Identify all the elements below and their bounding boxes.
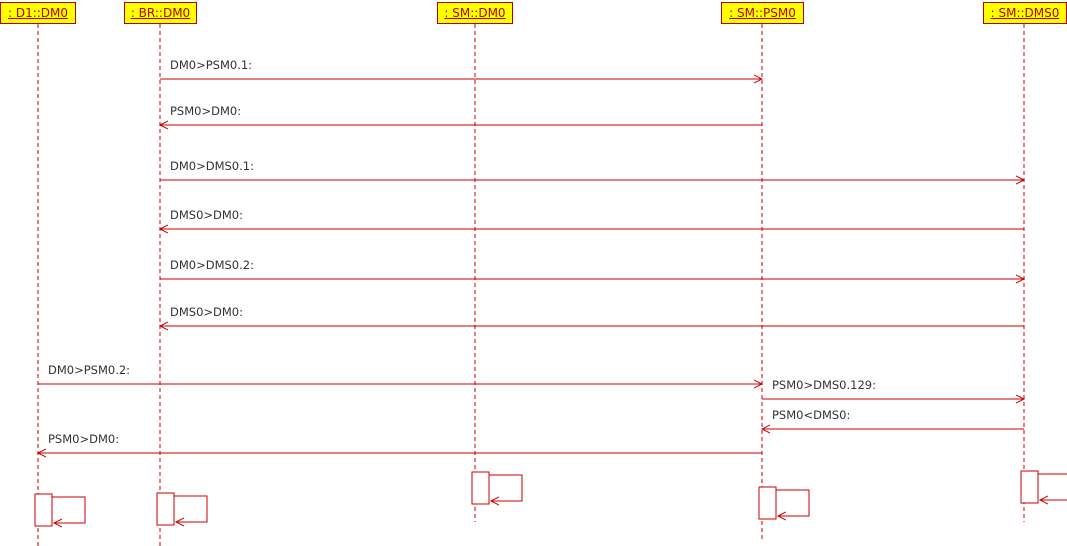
activation-box	[34, 493, 53, 527]
message-label: DM0>DMS0.2:	[170, 258, 254, 272]
message-label: PSM0<DMS0:	[772, 408, 850, 422]
activation-box	[471, 471, 490, 505]
activation-box	[1020, 470, 1039, 504]
lifeline-head-sm-dm: : SM::DM0	[437, 2, 513, 24]
message-label: PSM0>DM0:	[48, 432, 119, 446]
message-label: DM0>DMS0.1:	[170, 159, 254, 173]
message-label: DM0>PSM0.2:	[48, 363, 130, 377]
lifeline-head-d1: : D1::DM0	[0, 2, 76, 24]
lifeline-head-br: : BR::DM0	[124, 2, 197, 24]
self-call-arrow	[174, 495, 208, 522]
message-label: PSM0>DM0:	[170, 104, 241, 118]
activation-box	[758, 486, 777, 520]
lifeline-head-sm-psm: : SM::PSM0	[721, 2, 804, 24]
self-call-arrow	[489, 474, 523, 501]
activation-box	[156, 492, 175, 526]
message-label: DMS0>DM0:	[170, 305, 243, 319]
message-label: DMS0>DM0:	[170, 208, 243, 222]
lifeline-head-sm-dms: : SM::DMS0	[983, 2, 1067, 24]
self-call-arrow	[52, 496, 86, 523]
message-label: PSM0>DMS0.129:	[772, 378, 876, 392]
message-label: DM0>PSM0.1:	[170, 58, 252, 72]
self-call-arrow	[1038, 473, 1067, 500]
self-call-arrow	[776, 489, 810, 516]
